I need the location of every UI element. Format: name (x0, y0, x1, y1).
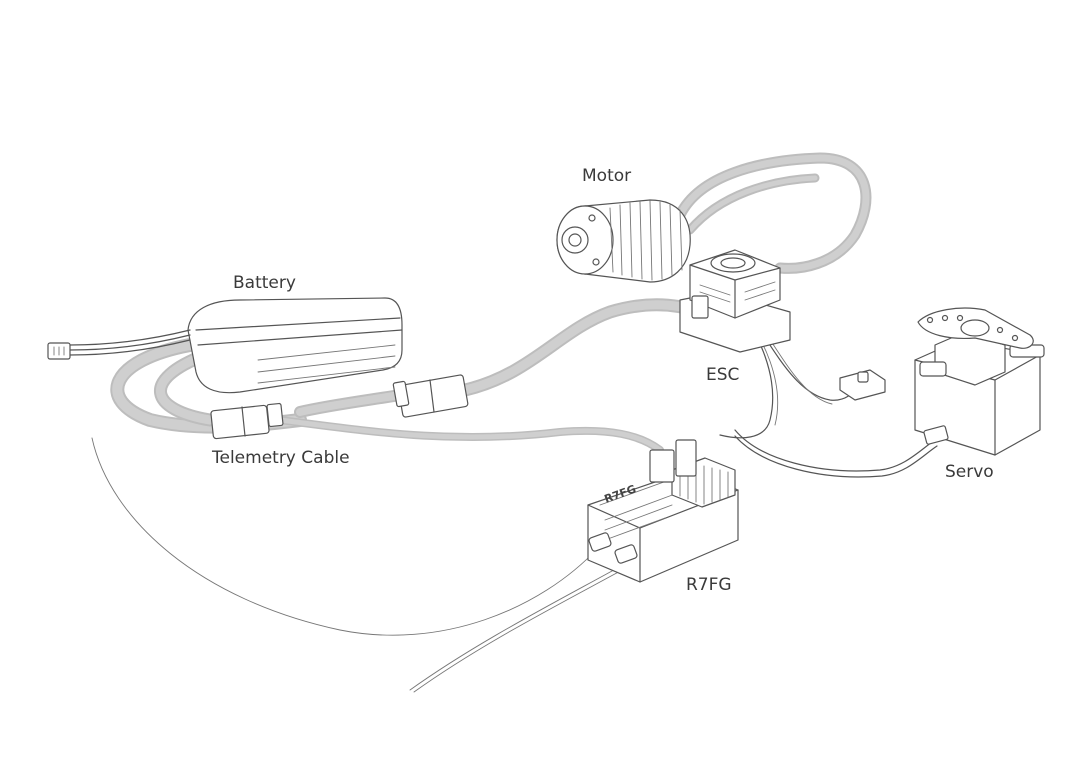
telemetry-cable-wire (276, 416, 664, 454)
receiver-antenna-long (91, 437, 599, 636)
label-battery: Battery (233, 273, 296, 293)
receiver-antenna-short (409, 559, 636, 693)
battery-connector (392, 374, 469, 418)
servo (914, 307, 1045, 456)
battery (187, 297, 403, 394)
label-motor: Motor (582, 166, 632, 186)
motor (556, 199, 691, 283)
battery-balance-plug (47, 329, 191, 360)
servo-plug (923, 425, 949, 445)
esc (679, 249, 791, 353)
servo-lead (734, 429, 938, 478)
label-esc: ESC (706, 365, 740, 385)
motor-wire-loop (674, 152, 872, 274)
esc-switch (839, 369, 886, 401)
label-telemetry-cable: Telemetry Cable (212, 448, 350, 468)
telemetry-connector (210, 402, 284, 440)
label-servo: Servo (945, 462, 994, 482)
receiver (587, 439, 739, 583)
esc-power-lead (294, 298, 707, 418)
label-receiver: R7FG (686, 575, 732, 595)
